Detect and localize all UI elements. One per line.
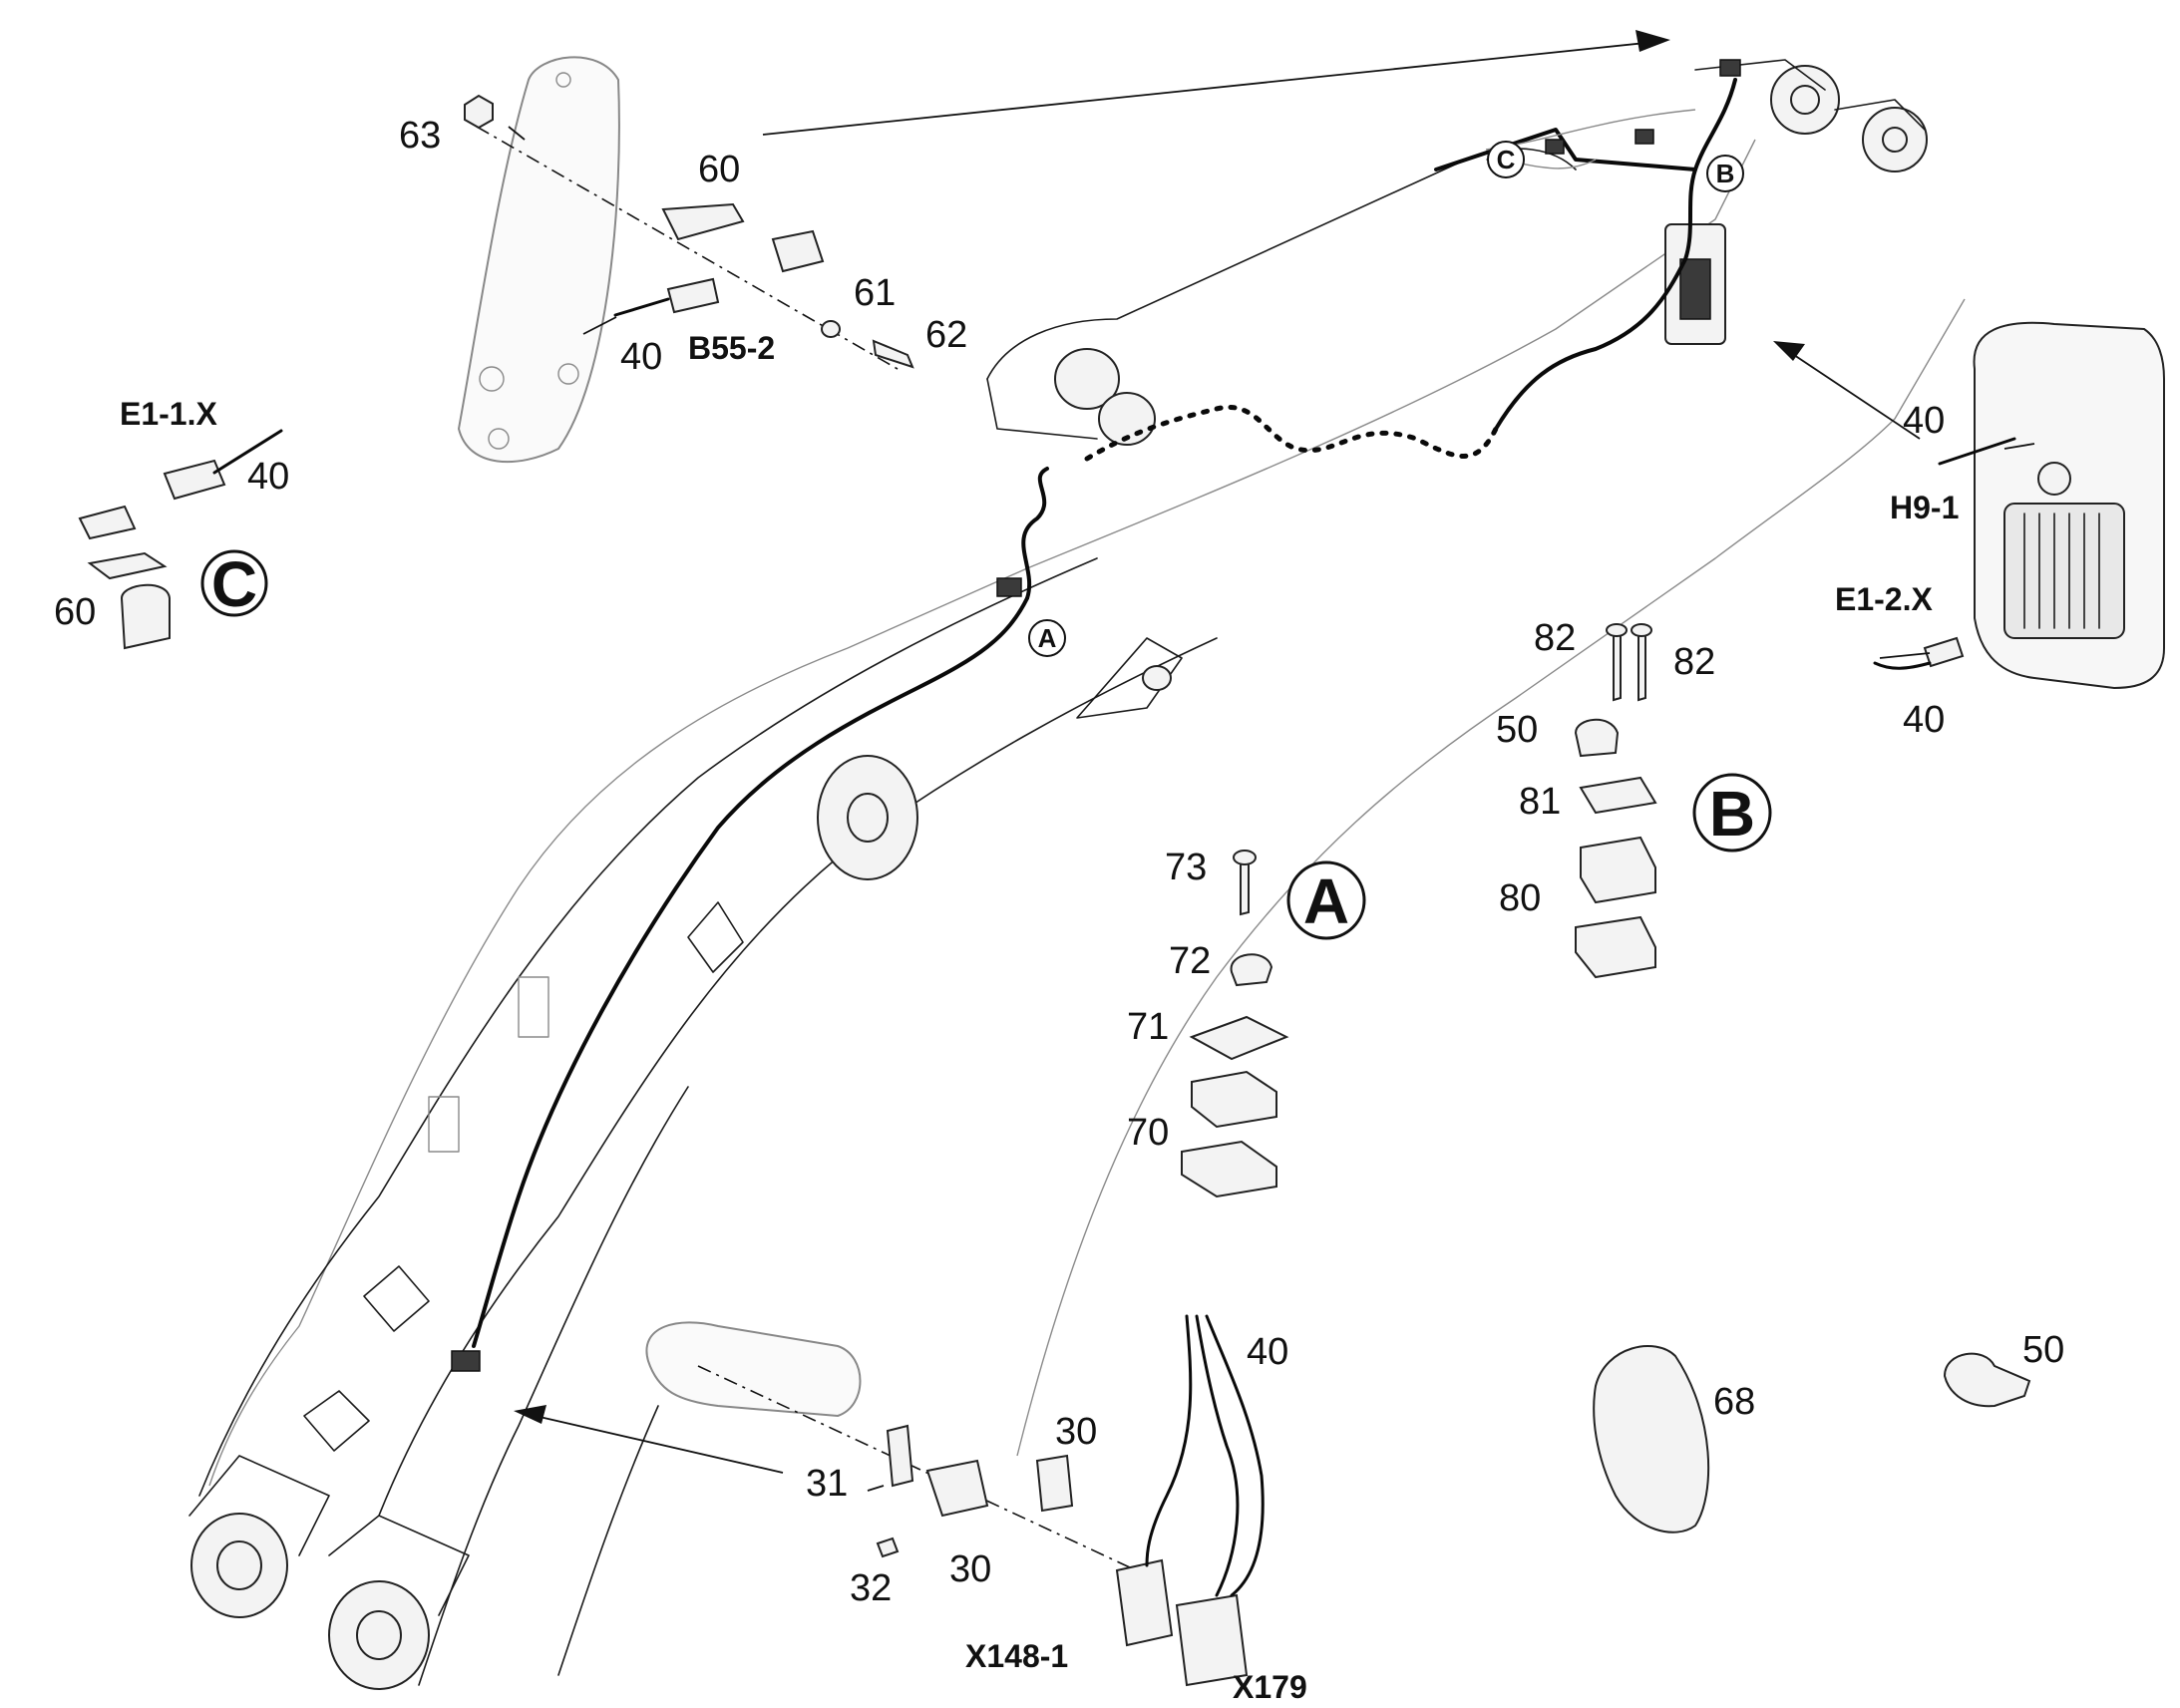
callout-31: 31: [806, 1463, 848, 1505]
connector-on-boom: [451, 1350, 481, 1372]
detail-c-group: C: [78, 429, 283, 650]
callout-60-top: 60: [698, 149, 740, 190]
pointer-arrows: [514, 30, 1921, 1474]
plate-71: [1189, 1015, 1289, 1061]
clamp-50-loose: [1943, 1352, 2031, 1408]
clamp-half-70-top: [1191, 1070, 1277, 1129]
callout-60-c: 60: [54, 591, 96, 633]
bolt-82-left: [1613, 626, 1622, 702]
boom-marker-a: A: [1028, 619, 1066, 657]
clamp-half-80-top: [1580, 836, 1656, 904]
clip-30-left: [925, 1459, 989, 1518]
callout-82-left: 82: [1534, 617, 1576, 659]
label-b55-2: B55-2: [688, 330, 775, 366]
detail-a-badge: [1286, 860, 1366, 940]
bracket-plate-detail: [457, 56, 914, 464]
detail-b-label: B: [1709, 778, 1755, 850]
cable-tie-68: [1593, 1345, 1710, 1534]
callout-40-bottom: 40: [1247, 1331, 1288, 1373]
bracket-31: [886, 1424, 914, 1488]
boom-marker-c: C: [1487, 141, 1525, 178]
bracket-60: [661, 202, 745, 241]
clamp-half-70-bottom: [1181, 1140, 1277, 1198]
callout-72: 72: [1169, 940, 1211, 982]
boom-marker-b: B: [1706, 155, 1744, 192]
callout-63: 63: [399, 115, 441, 157]
detail-c-label: C: [211, 548, 257, 620]
connector-x179: [1175, 1593, 1249, 1687]
callout-40-e11: 40: [247, 456, 289, 498]
sensor-b55-2: [771, 229, 825, 273]
detail-c-badge: [200, 549, 268, 617]
detail-b-group: B: [1574, 623, 1772, 979]
leader-lines: [508, 126, 2035, 1492]
label-x179: X179: [1233, 1669, 1307, 1705]
clamp-72: [1230, 953, 1273, 987]
boom-marker-b-label: B: [1716, 159, 1735, 188]
screw-32: [876, 1537, 900, 1558]
callout-71: 71: [1127, 1006, 1169, 1048]
detail-a-label: A: [1303, 865, 1349, 937]
boom-structure: [188, 59, 1966, 1690]
boom-marker-c-label: C: [1497, 145, 1516, 174]
callout-40-h9: 40: [1903, 400, 1945, 442]
boom-marker-a-label: A: [1038, 623, 1057, 653]
callout-80: 80: [1499, 877, 1541, 919]
detail-b-badge: [1692, 773, 1772, 853]
label-e1-2x: E1-2.X: [1835, 581, 1933, 617]
connector-bracket-detail: [645, 1314, 1265, 1687]
label-x148-1: X148-1: [965, 1638, 1068, 1674]
callout-70: 70: [1127, 1112, 1169, 1154]
connector-e1-2x: [1923, 636, 1965, 668]
callout-30-bottom: 30: [949, 1548, 991, 1590]
callout-30-top: 30: [1055, 1411, 1097, 1453]
bolt-82-right: [1637, 626, 1646, 702]
washer-61: [821, 320, 841, 338]
callout-50-right: 50: [2022, 1329, 2064, 1371]
connector-x148-1: [1115, 1558, 1174, 1647]
callout-40-b55: 40: [620, 336, 662, 378]
screw-62: [872, 339, 914, 369]
detail-a-group: A: [1181, 850, 1366, 1198]
callout-50-b: 50: [1496, 709, 1538, 751]
label-e1-1x: E1-1.X: [120, 396, 217, 432]
callout-62: 62: [925, 314, 967, 356]
clamp-50-b: [1574, 718, 1620, 758]
plate-81: [1579, 776, 1657, 815]
callout-82-right: 82: [1673, 641, 1715, 683]
callout-81: 81: [1519, 781, 1561, 823]
callout-40-e12: 40: [1903, 699, 1945, 741]
clamp-60-c: [120, 583, 171, 650]
clamp-half-80-bottom: [1575, 915, 1656, 979]
callout-61: 61: [854, 272, 896, 314]
clip-30-right: [1035, 1454, 1074, 1513]
loose-parts: [1593, 1345, 2031, 1534]
heatsink-fins: [2023, 512, 2100, 629]
label-h9-1: H9-1: [1890, 490, 1959, 525]
callout-73: 73: [1165, 847, 1207, 888]
nut-63: [464, 94, 494, 130]
work-light-detail: [1873, 321, 2165, 690]
callout-labels: 63 60 61 62 40 B55-2 E1-1.X 40 60 40 H9-…: [54, 115, 2064, 1705]
callout-68: 68: [1713, 1381, 1755, 1423]
callout-32: 32: [850, 1567, 892, 1609]
